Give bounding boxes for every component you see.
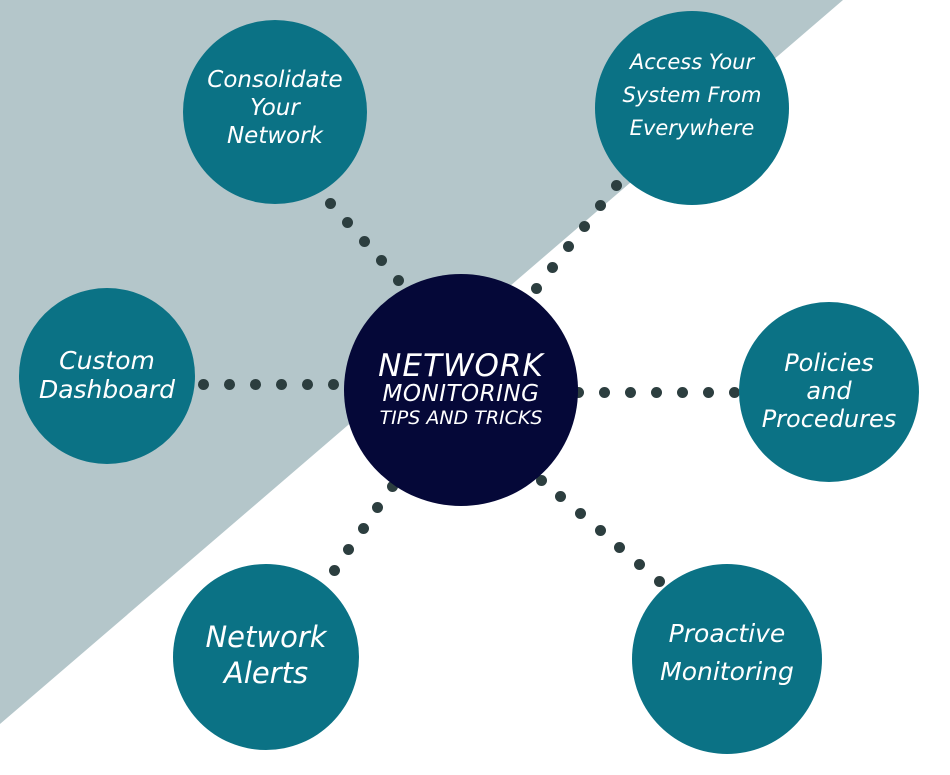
connector-dot-custom-dashboard: [301, 378, 313, 390]
node-label-line: Custom: [59, 345, 155, 375]
connector-dot-consolidate: [393, 274, 405, 286]
node-label-line: Consolidate: [207, 67, 343, 93]
connector-dot-policies: [650, 386, 662, 398]
connector-dot-access: [530, 282, 542, 294]
node-label-line: and: [806, 376, 852, 405]
connector-dot-proactive: [555, 491, 567, 503]
connector-dot-access: [610, 179, 622, 191]
node-network-alerts: Network Alerts: [173, 564, 359, 750]
connector-dot-custom-dashboard: [327, 378, 339, 390]
node-label-line: Access Your: [629, 49, 755, 74]
node-label-line: System From: [622, 82, 762, 107]
connector-dot-consolidate: [324, 197, 336, 209]
connector-dot-consolidate: [358, 236, 370, 248]
connector-dot-policies: [728, 386, 740, 398]
connector-dot-custom-dashboard: [275, 378, 287, 390]
center-title: NETWORK: [378, 348, 544, 384]
connector-dot-access: [562, 241, 574, 253]
node-custom-dashboard: Custom Dashboard: [19, 288, 195, 464]
node-label-line: Alerts: [223, 656, 309, 690]
connector-dot-network-alerts: [372, 501, 383, 513]
node-label-line: Monitoring: [660, 657, 794, 686]
connector-dot-proactive: [614, 542, 626, 554]
connector-dot-access: [546, 261, 558, 273]
node-label-line: Everywhere: [629, 115, 755, 140]
node-label-line: Your: [250, 95, 300, 121]
connector-dot-access: [594, 200, 606, 212]
connector-dot-policies: [676, 386, 688, 398]
node-label-line: Dashboard: [38, 374, 176, 404]
node-label-line: Network: [226, 123, 324, 149]
node-proactive-monitoring: Proactive Monitoring: [632, 564, 822, 754]
connector-dot-proactive: [634, 559, 645, 570]
connector-dot-consolidate: [341, 216, 353, 228]
connector-dot-proactive: [594, 525, 606, 537]
connector-dot-network-alerts: [343, 543, 354, 555]
center-subtitle: TIPS AND TRICKS: [379, 407, 543, 429]
connector-dot-network-alerts: [386, 480, 398, 492]
connector-dot-policies: [598, 386, 610, 398]
node-access-system: Access Your System From Everywhere: [595, 11, 789, 205]
connector-dot-custom-dashboard: [197, 378, 209, 390]
node-policies-procedures: Policies and Procedures: [739, 302, 919, 482]
connector-dot-access: [578, 220, 590, 232]
connector-dot-custom-dashboard: [249, 378, 261, 390]
node-consolidate-network: Consolidate Your Network: [183, 20, 367, 204]
node-label-line: Procedures: [761, 404, 897, 433]
connector-dot-policies: [572, 386, 584, 398]
center-subtitle: MONITORING: [382, 381, 540, 407]
connector-dot-proactive: [653, 575, 665, 587]
connector-dot-consolidate: [376, 255, 388, 267]
node-label-line: Policies: [784, 348, 874, 377]
connector-dot-network-alerts: [357, 522, 369, 534]
connector-dot-custom-dashboard: [223, 378, 235, 390]
connector-dot-policies: [702, 386, 714, 398]
connector-dot-policies: [624, 386, 636, 398]
connector-dot-proactive: [574, 508, 586, 520]
connector-dot-proactive: [535, 474, 547, 486]
center-node-network-monitoring: NETWORK MONITORING TIPS AND TRICKS: [344, 274, 578, 506]
node-label-line: Proactive: [668, 619, 786, 648]
connector-dot-network-alerts: [328, 564, 340, 576]
node-label-line: Network: [205, 620, 327, 654]
